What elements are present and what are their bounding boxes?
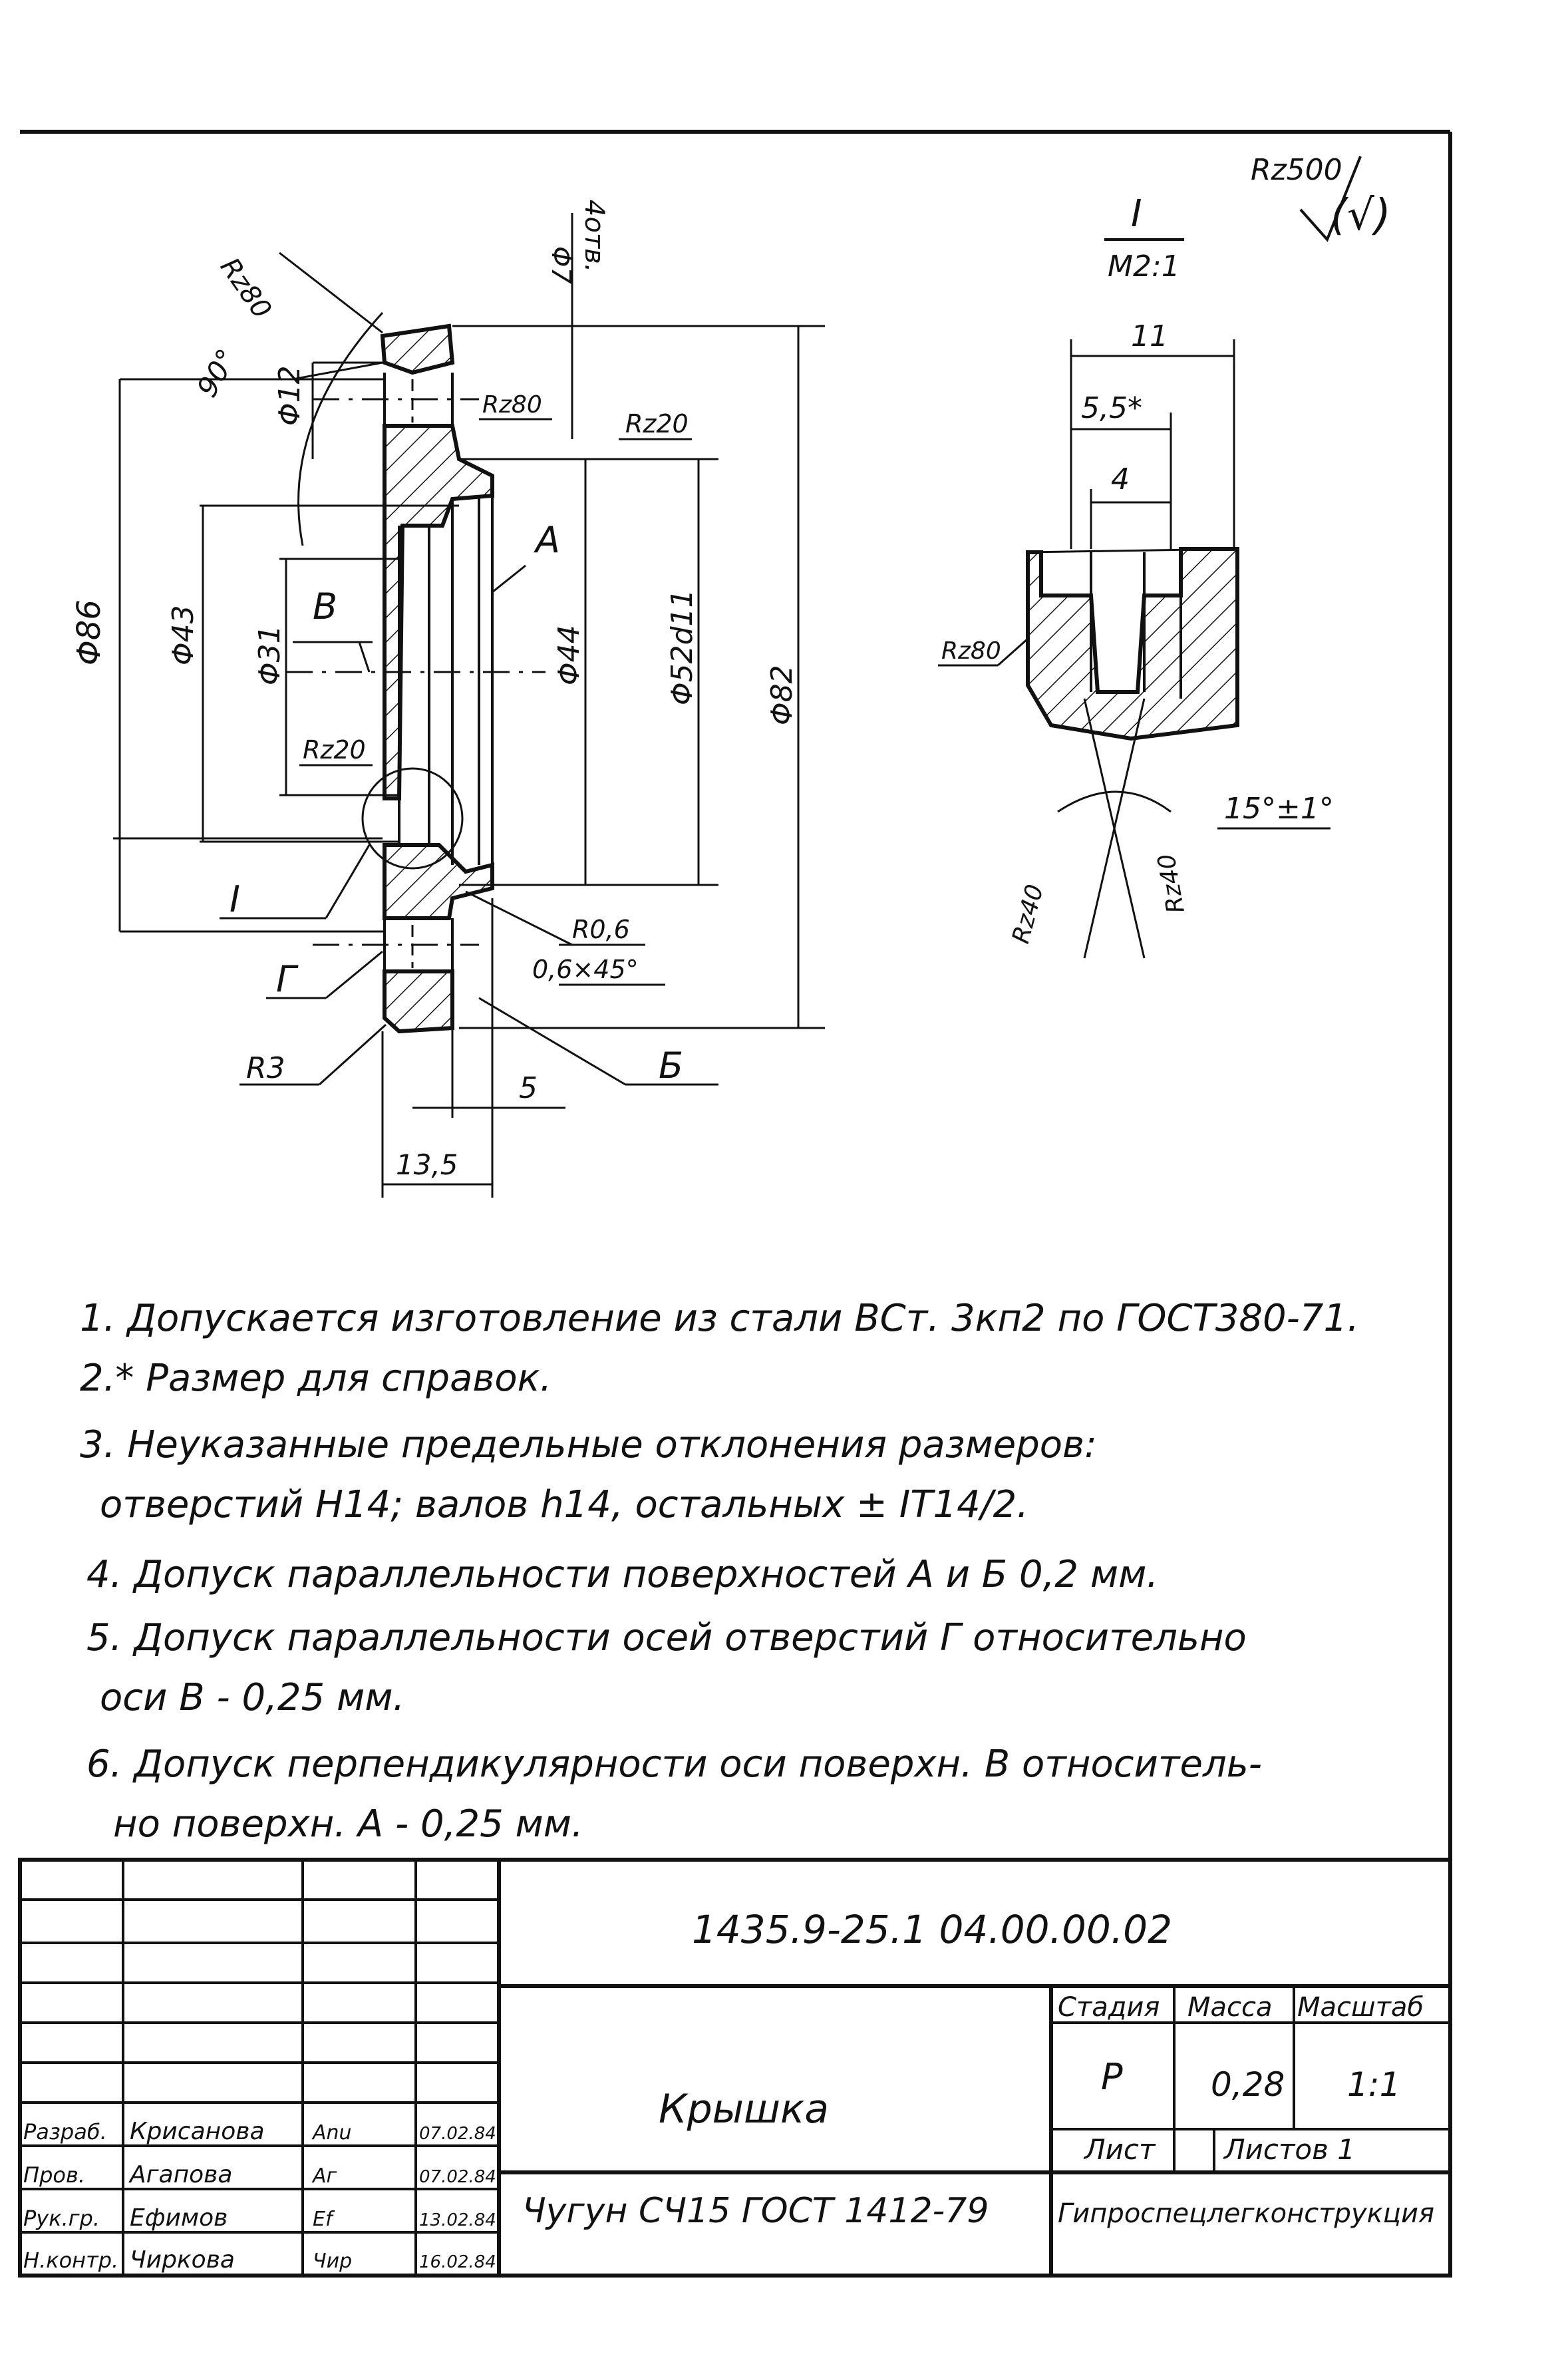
svg-text:16.02.84: 16.02.84: [419, 2252, 496, 2272]
svg-text:Ефимов: Ефимов: [130, 2204, 228, 2232]
svg-text:Φ7: Φ7: [546, 246, 576, 284]
flange-section-bottom: [383, 969, 454, 1034]
signature-row: Разраб. Крисанова Anu 07.02.84: [23, 2118, 496, 2145]
svg-text:A: A: [534, 519, 560, 561]
svg-text:15°±1°: 15°±1°: [1224, 792, 1334, 826]
svg-text:R0,6: R0,6: [572, 915, 630, 944]
svg-text:90°: 90°: [190, 343, 243, 403]
flange-section-upper: [383, 424, 494, 800]
svg-text:R3: R3: [246, 1051, 285, 1085]
svg-text:Φ82: Φ82: [765, 665, 799, 725]
svg-text:Крисанова: Крисанова: [130, 2118, 265, 2145]
doc-number: 1435.9-25.1 04.00.00.02: [692, 1907, 1172, 1952]
svg-text:07.02.84: 07.02.84: [419, 2124, 496, 2144]
svg-text:Масштаб: Масштаб: [1297, 1992, 1424, 2023]
signature-row: Пров. Агапова Аг 07.02.84: [23, 2161, 496, 2188]
note-2: 2.* Размер для справок.: [80, 1357, 551, 1400]
svg-text:Φ31: Φ31: [253, 625, 287, 685]
svg-text:Рук.гр.: Рук.гр.: [23, 2206, 100, 2231]
svg-text:Разраб.: Разраб.: [23, 2119, 107, 2144]
detail-view: I M2:1 11 5,5* 4 Rz80 15°±1° Rz40 Rz40: [938, 192, 1334, 959]
svg-text:Агапова: Агапова: [128, 2161, 232, 2188]
svg-text:0,28: 0,28: [1211, 2065, 1285, 2104]
material: Чугун СЧ15 ГОСТ 1412-79: [522, 2191, 989, 2231]
note-3: 3. Неуказанные предельные отклонения раз…: [80, 1423, 1097, 1466]
svg-text:Rz80: Rz80: [482, 391, 542, 419]
svg-text:Б: Б: [659, 1045, 683, 1087]
svg-text:B: B: [313, 586, 337, 627]
svg-text:5: 5: [519, 1071, 538, 1105]
svg-text:4: 4: [1111, 462, 1130, 496]
note-6b: но поверхн. А - 0,25 мм.: [113, 1802, 583, 1846]
svg-text:Масса: Масса: [1187, 1992, 1273, 2023]
signature-row: Н.контр. Чиркова Чир 16.02.84: [23, 2246, 496, 2274]
svg-text:13.02.84: 13.02.84: [419, 2210, 496, 2230]
svg-text:Р: Р: [1101, 2056, 1123, 2098]
svg-text:Пров.: Пров.: [23, 2162, 85, 2188]
svg-text:I: I: [1131, 192, 1142, 236]
note-3b: отверстий Н14; валов h14, остальных ± IT…: [100, 1483, 1028, 1526]
svg-text:Φ86: Φ86: [71, 599, 108, 665]
note-6: 6. Допуск перпендикулярности оси поверхн…: [86, 1743, 1262, 1786]
organization: Гипроспецлегконструкция: [1058, 2198, 1434, 2229]
part-name: Крышка: [659, 2086, 829, 2132]
svg-text:Φ12: Φ12: [273, 365, 307, 426]
general-roughness-symbol: Rz500 (√): [1251, 153, 1391, 242]
svg-text:Rz40: Rz40: [1007, 882, 1049, 946]
signature-row: Рук.гр. Ефимов Ef 13.02.84: [23, 2204, 496, 2232]
note-5: 5. Допуск параллельности осей отверстий …: [86, 1616, 1247, 1659]
svg-text:4отв.: 4отв.: [579, 200, 609, 273]
svg-text:Rz40: Rz40: [1153, 852, 1190, 915]
svg-text:Rz80: Rz80: [214, 252, 277, 324]
technical-notes: 1. Допускается изготовление из стали ВСт…: [80, 1297, 1359, 1846]
svg-text:Лист: Лист: [1083, 2133, 1156, 2166]
svg-text:I: I: [230, 878, 240, 920]
title-block: 1435.9-25.1 04.00.00.02 Крышка Чугун СЧ1…: [18, 1858, 1452, 2278]
svg-text:1:1: 1:1: [1347, 2065, 1400, 2104]
svg-text:Rz20: Rz20: [625, 409, 689, 438]
svg-text:Rz20: Rz20: [303, 735, 366, 764]
svg-text:Φ52d11: Φ52d11: [665, 589, 699, 705]
svg-text:Н.контр.: Н.контр.: [23, 2248, 118, 2273]
svg-text:Ef: Ef: [313, 2208, 335, 2231]
svg-text:Чир: Чир: [313, 2250, 352, 2273]
main-view: Φ86 Φ43 Φ31 Φ12 Φ44 Φ52d11 Φ82 Φ7 4отв. …: [71, 200, 825, 1198]
note-4: 4. Допуск параллельности поверхностей А …: [86, 1553, 1158, 1596]
svg-text:Rz500: Rz500: [1251, 153, 1342, 187]
svg-text:M2:1: M2:1: [1108, 250, 1180, 283]
flange-section-top: [380, 323, 455, 375]
note-1: 1. Допускается изготовление из стали ВСт…: [80, 1297, 1359, 1340]
svg-text:13,5: 13,5: [396, 1148, 458, 1181]
svg-text:0,6×45°: 0,6×45°: [532, 955, 639, 984]
svg-text:(√): (√): [1331, 191, 1391, 240]
svg-text:Листов 1: Листов 1: [1223, 2133, 1355, 2166]
drawing-frame: [20, 130, 1452, 2278]
svg-text:Аг: Аг: [311, 2164, 337, 2188]
svg-text:Г: Г: [276, 958, 299, 1000]
svg-text:Чиркова: Чиркова: [130, 2246, 235, 2274]
flange-section-lower: [383, 843, 494, 920]
svg-text:Anu: Anu: [311, 2121, 352, 2144]
svg-text:11: 11: [1131, 319, 1168, 353]
svg-text:07.02.84: 07.02.84: [419, 2167, 496, 2187]
svg-text:Rz80: Rz80: [941, 637, 1001, 665]
note-5b: оси В - 0,25 мм.: [100, 1676, 404, 1719]
svg-text:5,5*: 5,5*: [1081, 391, 1142, 425]
svg-text:Стадия: Стадия: [1058, 1992, 1160, 2023]
svg-text:Φ43: Φ43: [166, 605, 200, 665]
svg-text:Φ44: Φ44: [552, 625, 586, 685]
